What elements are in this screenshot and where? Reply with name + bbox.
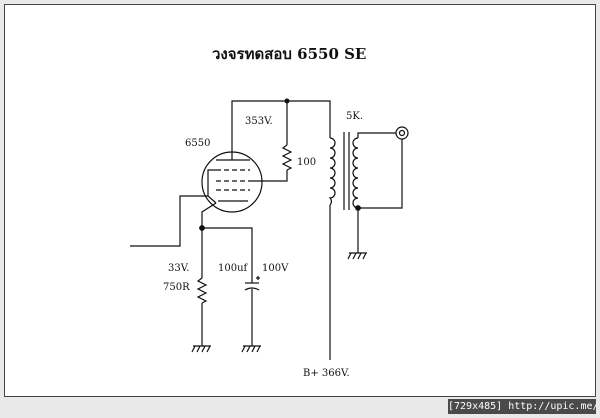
capacitor-voltage-label: 100V [262, 263, 289, 274]
diagram-title: วงจรทดสอบ 6550 SE [212, 45, 366, 63]
screen-feed-wire [250, 170, 288, 182]
schematic-wires [130, 100, 409, 360]
supply-label: B+ 366V. [303, 368, 350, 379]
tube-envelope [201, 151, 263, 213]
tube-label: 6550 [185, 138, 210, 149]
secondary-top-wire [357, 132, 396, 138]
capacitor-label: 100uf [218, 263, 249, 274]
watermark-bar: [729x485] http://upic.me/ [448, 399, 599, 414]
transformer-label: 5K. [346, 111, 363, 122]
transformer-secondary [352, 137, 359, 209]
cathode-resistor-label: 750R [163, 282, 190, 293]
speaker-terminal-outer [395, 126, 409, 140]
resistor-750r [196, 277, 208, 304]
speaker-return-wire [358, 139, 403, 209]
ground-cathode-resistor [191, 345, 211, 353]
cathode-bypass-wire [202, 227, 253, 283]
ground-secondary [347, 252, 367, 260]
resistor-100 [281, 144, 293, 171]
resistor-100-label: 100 [297, 157, 316, 168]
plate-wire [231, 100, 331, 138]
capacitor-plate-bottom [244, 287, 260, 291]
speaker-terminal-inner [398, 129, 406, 137]
diagram-frame [4, 4, 596, 397]
cathode-wire [201, 202, 217, 228]
junction-dot [284, 98, 290, 104]
transformer-primary [328, 137, 336, 206]
plate-voltage-label: 353V. [245, 116, 273, 127]
ground-capacitor [241, 345, 261, 353]
cathode-voltage-label: 33V. [168, 263, 189, 274]
grid-input-wire [130, 195, 208, 247]
